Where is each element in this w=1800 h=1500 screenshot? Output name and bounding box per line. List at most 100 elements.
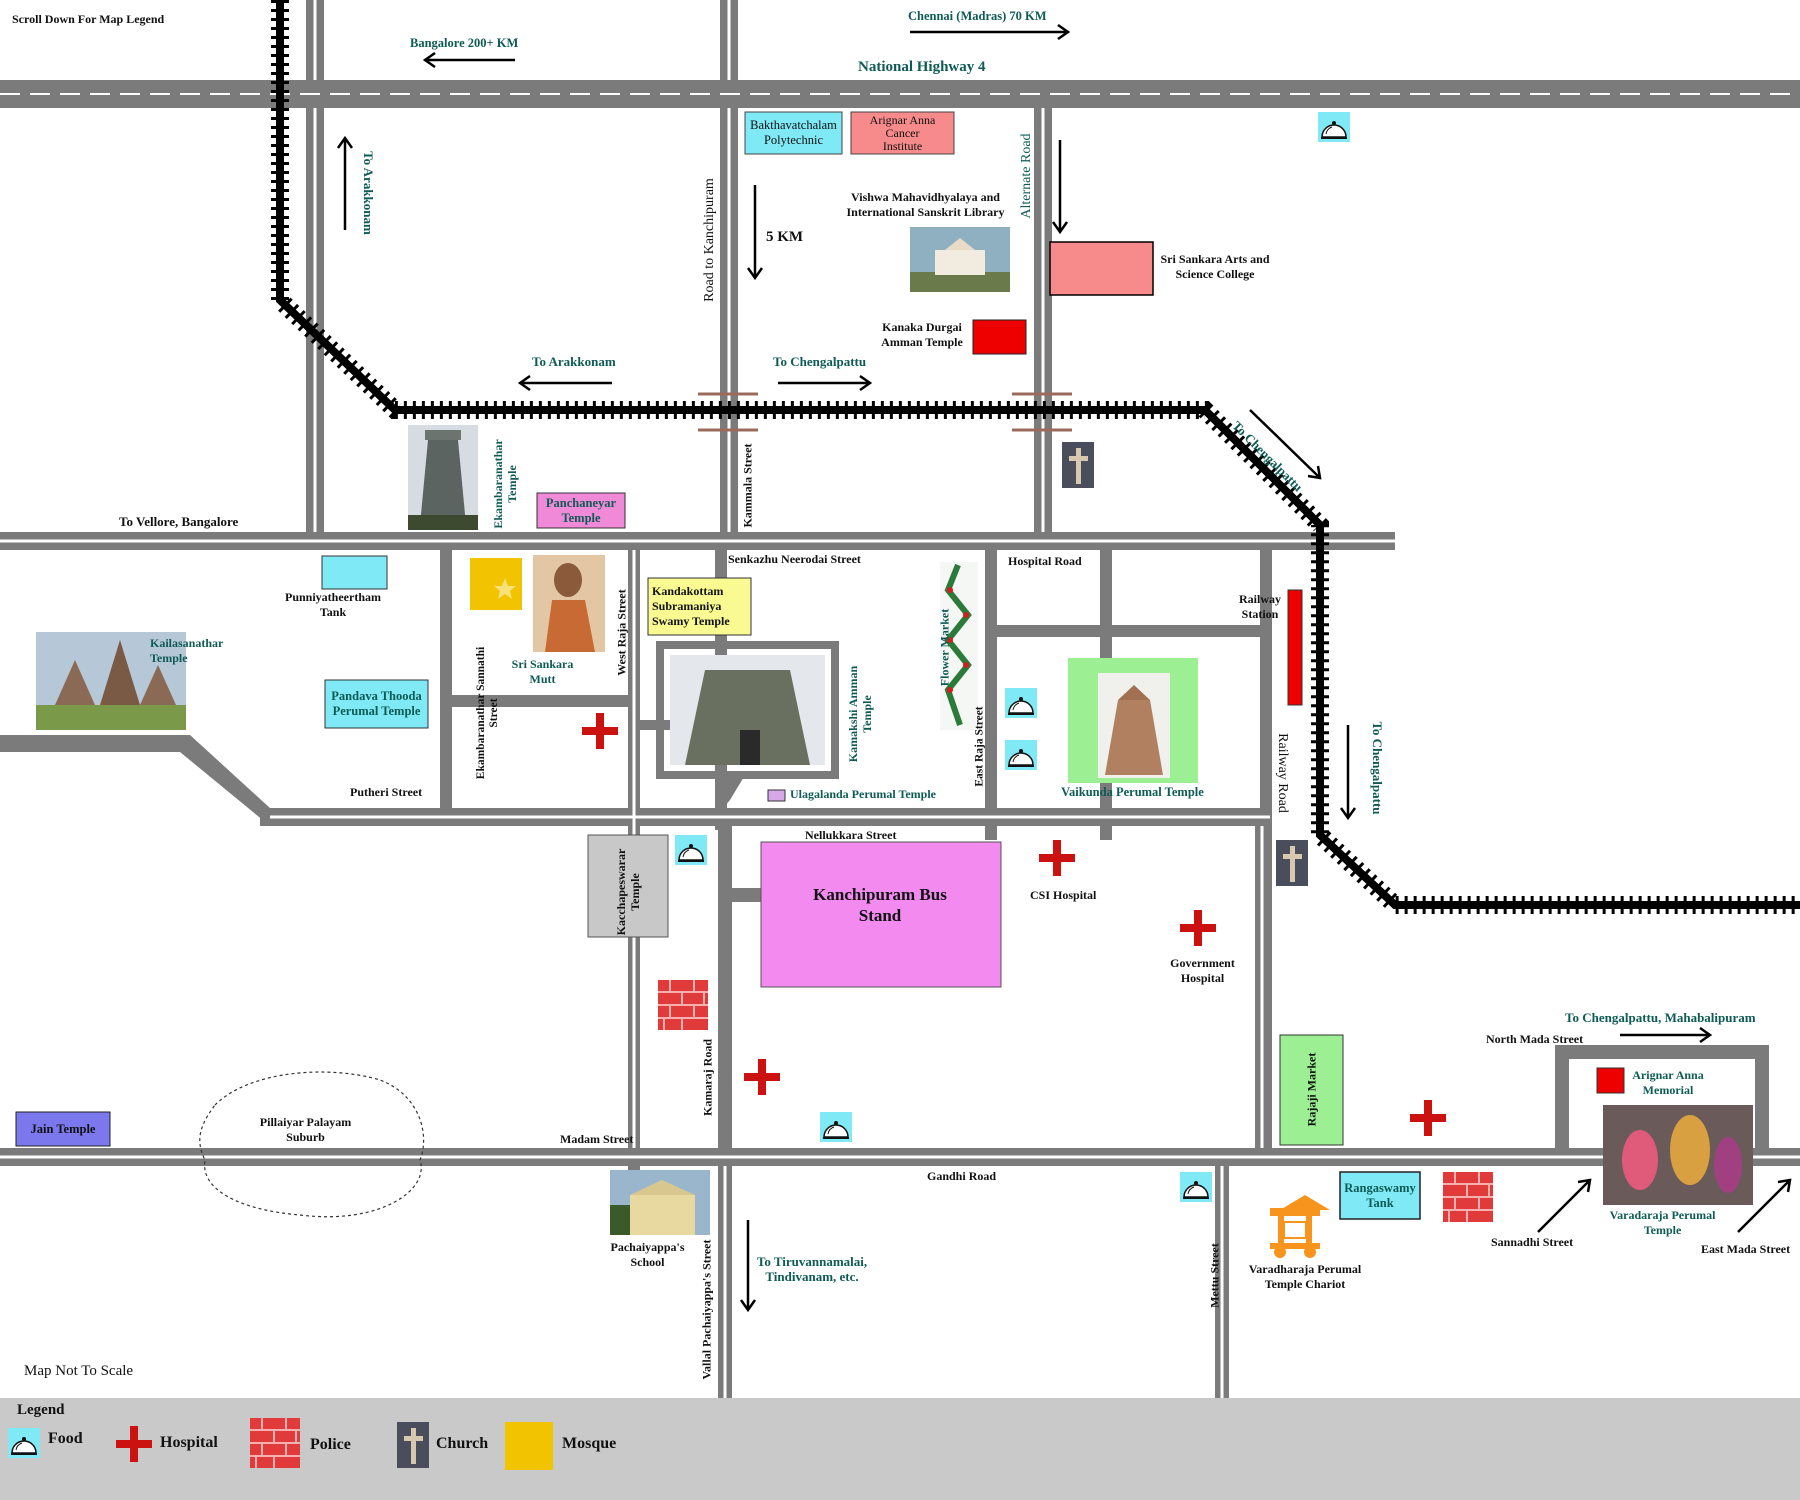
flower-market-icon [940,562,978,730]
jain-temple-label: Jain Temple [30,1121,96,1136]
bus-stand-box [760,841,1002,988]
food-icon [7,1427,41,1459]
sri-sankara-college-box [1049,241,1154,296]
church-icon [1062,442,1094,488]
east-raja-street-label: East Raja Street [973,706,986,787]
kanaka-durgai-box [972,319,1027,355]
cancer-institute-box [850,111,955,155]
kandakottam-box [647,577,752,636]
government-hospital-label: Government Hospital [1170,956,1235,985]
bangalore-direction: Bangalore 200+ KM [410,36,519,50]
vishwa-label: Vishwa Mahavidhyalaya and International … [846,190,1005,219]
police-icon [1442,1171,1494,1223]
railway-station-box [1287,589,1303,706]
kacchapeswarar-label: Kacchapeswarar Temple [614,848,642,936]
food-icon [1004,687,1038,719]
legend-food: Food [48,1430,83,1447]
ekambaranathar-gopuram [408,425,478,530]
ulagalanda-label: Ulagalanda Perumal Temple [790,787,937,801]
kamakshi-label: Kamakshi Amman Temple [846,665,874,763]
ulagalanda-box [767,789,786,802]
pachaiyappas-school-label: Pachaiyappa's School [610,1240,685,1269]
chariot-icon [1270,1195,1330,1258]
madam-street-label: Madam Street [560,1132,634,1146]
arignar-memorial-box [1596,1067,1625,1094]
church-icon [397,1422,429,1468]
vaikunda-label: Vaikunda Perumal Temple [1061,785,1204,799]
road-to-kanchipuram-label: Road to Kanchipuram [702,178,717,302]
kacchapeswarar-box [587,834,669,938]
to-tiruvannamalai-label: To Tiruvannamalai, Tindivanam, etc. [756,1254,868,1284]
flower-market-label: Flower Market [937,608,952,687]
nellukkara-street-label: Nellukkara Street [805,828,897,842]
bakthavatchalam-label: Bakthavatchalam Polytechnic [750,118,837,147]
hospital-icon [744,1059,780,1095]
direction-arrows [336,23,1792,1313]
sri-sankara-mutt-photo [533,555,605,652]
jain-temple-box [15,1111,111,1147]
east-mada-street-label: East Mada Street [1701,1242,1791,1256]
legend-hospital: Hospital [160,1434,218,1451]
kandakottam-label: Kandakottam Subramaniya Swamy Temple [652,584,730,628]
chariot-label: Varadharaja Perumal Temple Chariot [1248,1262,1362,1291]
rangaswamy-tank-label: Rangaswamy Tank [1344,1180,1416,1210]
pachaiyappas-school-photo [610,1170,710,1235]
hospital-road-label: Hospital Road [1008,554,1082,568]
to-mahabalipuram-label: To Chengalpattu, Mahabalipuram [1565,1010,1756,1025]
food-icon [1317,111,1351,143]
rajaji-market-label: Rajaji Market [1304,1052,1319,1127]
gandhi-road-label: Gandhi Road [927,1169,997,1183]
arignar-memorial-label: Arignar Anna Memorial [1632,1068,1704,1097]
to-arakkonam-vertical: To Arakkonam [361,151,376,235]
hospital-icon [582,713,618,749]
alternate-road-label: Alternate Road [1019,133,1034,219]
to-chengalpattu-vertical: To Chengalpattu [1370,721,1385,815]
food-icon [1179,1171,1213,1203]
rangaswamy-tank-box [1339,1171,1421,1220]
bus-stand-label: Kanchipuram Bus Stand [813,885,947,925]
railway-line [271,0,1800,914]
church-icon [1276,840,1308,886]
sri-sankara-college-label: Sri Sankara Arts and Science College [1160,252,1270,281]
panchaneyar-box [536,492,626,529]
railway-road-label: Railway Road [1275,733,1290,813]
punniyatheertham-box [321,555,388,590]
panchaneyar-label: Panchaneyar Temple [545,495,617,525]
bakthavatchalam-box [744,111,843,155]
pandava-thooda-box [324,679,429,729]
nh4-label: National Highway 4 [858,59,986,75]
food-icon [674,834,708,866]
senkazhu-street-label: Senkazhu Neerodai Street [728,552,861,566]
legend-police: Police [310,1436,351,1453]
ekambaranathar-temple-label: Ekambaranathar Temple [491,439,519,529]
csi-hospital-label: CSI Hospital [1030,888,1097,902]
hospital-icon [1180,910,1216,946]
kamakshi-temple-photo [670,655,825,765]
pillaiyar-label: Pillaiyar Palayam Suburb [259,1115,352,1144]
not-to-scale-note: Map Not To Scale [24,1363,134,1379]
pandava-thooda-label: Pandava Thooda Perumal Temple [331,689,422,718]
kammala-street-label: Kammala Street [740,443,755,528]
punniyatheertham-label: Punniyatheertham Tank [285,590,381,619]
railway-station-label: Railway Station [1239,592,1281,621]
vallal-pachaiyappa-street-label: Vallal Pachaiyappa's Street [699,1239,714,1380]
mosque-icon [470,558,522,610]
sannadhi-street-label: Sannadhi Street [1491,1235,1574,1249]
to-vellore-label: To Vellore, Bangalore [119,514,239,529]
vaikunda-photo [1098,673,1170,778]
kailasanathar-label: Kailasanathar Temple [150,636,224,665]
cancer-institute-label: Arignar Anna Cancer Institute [869,112,936,153]
ekambaranathar-sannathi-label: Ekambaranathar Sannathi Street [475,646,500,780]
police-icon [657,979,709,1031]
chennai-direction: Chennai (Madras) 70 KM [908,9,1047,23]
rajaji-market-box [1279,1034,1344,1146]
kanaka-durgai-label: Kanaka Durgai Amman Temple [881,320,963,349]
west-raja-street-label: West Raja Street [614,589,629,676]
hospital-icon [1039,840,1075,876]
pillaiyar-boundary [199,1071,425,1218]
mosque-icon [505,1422,553,1470]
to-arakkonam-label: To Arakkonam [532,354,616,369]
varadaraja-label: Varadaraja Perumal Temple [1609,1208,1716,1237]
sri-sankara-mutt-label: Sri Sankara Mutt [511,657,574,686]
